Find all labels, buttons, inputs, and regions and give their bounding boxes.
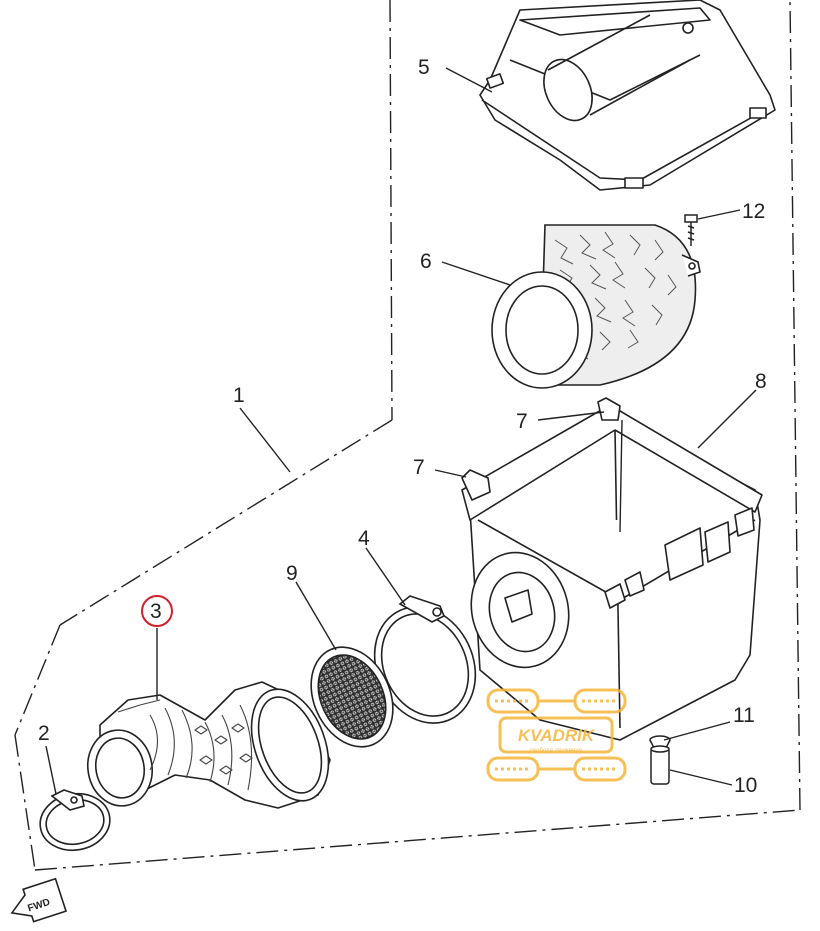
callout-9: 9 [286,562,298,585]
callout-7-upper: 7 [516,410,528,433]
part-2-clamp [39,789,111,852]
callout-12: 12 [742,200,765,223]
callout-7-lower: 7 [413,456,425,479]
kvadrik-watermark-logo: KVADRIK свобода движения [486,688,627,782]
watermark-brand: KVADRIK [518,726,596,745]
callout-4: 4 [358,527,370,550]
callout-3-highlight-ring [141,595,173,627]
part-8-airbox-case [461,397,763,741]
part-3-intake-joint [87,681,331,809]
watermark-tagline: свобода движения [530,748,582,754]
callout-5: 5 [418,56,430,79]
part-10-drain-plug [650,745,670,785]
callout-3: 3 [150,600,162,623]
callout-1: 1 [233,384,245,407]
part-9-mesh-screen [310,646,394,748]
callouts: 5 12 6 8 7 7 1 4 9 3 2 11 10 [38,56,767,797]
callout-11: 11 [733,704,755,727]
part-12-screw [684,214,698,246]
callout-6: 6 [420,250,432,273]
part-5-airbox-cover [479,0,776,191]
part-6-air-filter [491,224,701,389]
callout-8: 8 [755,370,767,393]
assembly-boundary [14,0,801,871]
callout-2: 2 [38,722,50,745]
leader-lines [45,67,757,795]
fwd-direction-marker: FWD [10,877,67,923]
callout-10: 10 [734,774,757,797]
